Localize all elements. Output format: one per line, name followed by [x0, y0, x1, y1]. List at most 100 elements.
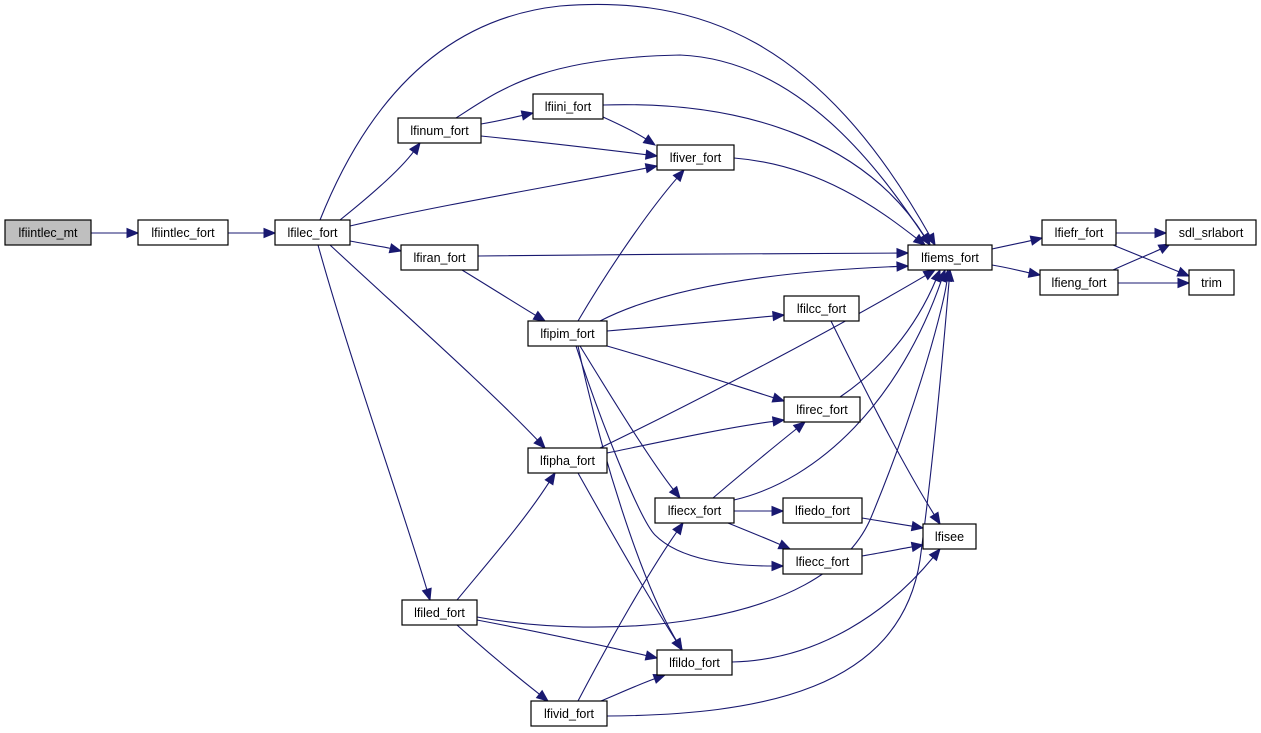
- arrowhead-icon: [408, 141, 421, 156]
- node-box[interactable]: [1165, 219, 1257, 246]
- edge-line: [329, 244, 539, 442]
- arrowhead-icon: [263, 227, 277, 239]
- node-box[interactable]: [783, 295, 860, 322]
- edge-lfipha_fort-to-lfirec_fort: [606, 416, 786, 454]
- node-box[interactable]: [530, 700, 608, 727]
- edge-line: [577, 345, 678, 642]
- edge-line: [606, 279, 950, 717]
- node-box[interactable]: [1188, 269, 1235, 296]
- edge-line: [861, 546, 914, 557]
- node-lfipim_fort[interactable]: lfipim_fort: [527, 320, 608, 347]
- arrowhead-icon: [668, 485, 681, 500]
- arrowhead-icon: [910, 520, 925, 532]
- node-box[interactable]: [922, 523, 977, 550]
- node-lfiran_fort[interactable]: lfiran_fort: [400, 244, 479, 271]
- arrowhead-icon: [922, 269, 937, 281]
- edge-line: [477, 252, 899, 257]
- node-box[interactable]: [654, 497, 735, 524]
- node-label: lfiems_fort: [921, 251, 979, 265]
- node-lfinum_fort[interactable]: lfinum_fort: [397, 117, 482, 144]
- node-box[interactable]: [137, 219, 229, 246]
- node-lfipha_fort[interactable]: lfipha_fort: [527, 447, 608, 474]
- arrowhead-icon: [532, 310, 547, 322]
- node-lfieng_fort[interactable]: lfieng_fort: [1039, 269, 1119, 296]
- edge-line: [1112, 248, 1162, 271]
- node-label: lfiled_fort: [414, 606, 465, 620]
- node-label: lfipha_fort: [540, 454, 595, 468]
- node-box[interactable]: [527, 447, 608, 474]
- node-lfiled_fort[interactable]: lfiled_fort: [401, 599, 478, 626]
- edge-lfilec_fort-to-lfipha_fort: [329, 244, 546, 449]
- node-box[interactable]: [397, 117, 482, 144]
- arrowhead-icon: [126, 227, 140, 239]
- node-box[interactable]: [4, 219, 92, 246]
- arrowhead-icon: [771, 392, 786, 403]
- node-label: sdl_srlabort: [1179, 226, 1244, 240]
- node-lfiecx_fort[interactable]: lfiecx_fort: [654, 497, 735, 524]
- node-box[interactable]: [783, 396, 861, 423]
- arrowhead-icon: [792, 421, 807, 434]
- edge-line: [602, 104, 926, 237]
- node-box[interactable]: [527, 320, 608, 347]
- node-box[interactable]: [656, 649, 733, 676]
- node-lfiintlec_mt[interactable]: lfiintlec_mt: [4, 219, 92, 246]
- node-box[interactable]: [907, 244, 993, 271]
- node-box[interactable]: [274, 219, 351, 246]
- edge-line: [600, 677, 656, 702]
- arrowhead-icon: [771, 505, 785, 517]
- edge-line: [606, 420, 775, 454]
- node-lfildo_fort[interactable]: lfildo_fort: [656, 649, 733, 676]
- node-lfiecc_fort[interactable]: lfiecc_fort: [782, 548, 863, 575]
- node-label: lfirec_fort: [796, 403, 848, 417]
- edge-line: [830, 320, 936, 516]
- edge-lfiintlec_mt-to-lfiintlec_fort: [91, 227, 140, 239]
- edge-lfipim_fort-to-lfilcc_fort: [606, 310, 786, 332]
- node-lfiedo_fort[interactable]: lfiedo_fort: [782, 497, 863, 524]
- edge-line: [599, 265, 899, 322]
- edge-line: [731, 556, 935, 663]
- node-box[interactable]: [782, 497, 863, 524]
- edge-lfipha_fort-to-lfiems_fort: [599, 269, 937, 449]
- edge-line: [349, 240, 392, 250]
- edge-line: [476, 279, 948, 628]
- node-lfiintlec_fort[interactable]: lfiintlec_fort: [137, 219, 229, 246]
- node-trim[interactable]: trim: [1188, 269, 1235, 296]
- edge-lfiefr_fort-to-sdl_srlabort: [1116, 227, 1168, 239]
- node-lfirec_fort[interactable]: lfirec_fort: [783, 396, 861, 423]
- node-lfisee[interactable]: lfisee: [922, 523, 977, 550]
- node-box[interactable]: [1041, 219, 1117, 246]
- arrowhead-icon: [672, 169, 685, 183]
- node-box[interactable]: [532, 93, 604, 120]
- edge-line: [577, 530, 678, 702]
- node-label: lfiedo_fort: [795, 504, 850, 518]
- edge-line: [733, 279, 943, 501]
- node-lfilec_fort[interactable]: lfilec_fort: [274, 219, 351, 246]
- node-box[interactable]: [400, 244, 479, 271]
- node-label: lfieng_fort: [1052, 276, 1107, 290]
- edge-lfipim_fort-to-lfiems_fort: [599, 261, 910, 322]
- node-lfilcc_fort[interactable]: lfilcc_fort: [783, 295, 860, 322]
- node-lfiver_fort[interactable]: lfiver_fort: [656, 144, 735, 171]
- edge-lfilec_fort-to-lfinum_fort: [339, 141, 421, 221]
- node-lfiems_fort[interactable]: lfiems_fort: [907, 244, 993, 271]
- edge-line: [575, 345, 774, 567]
- node-lfivid_fort[interactable]: lfivid_fort: [530, 700, 608, 727]
- node-box[interactable]: [401, 599, 478, 626]
- node-box[interactable]: [1039, 269, 1119, 296]
- node-label: lfiran_fort: [413, 251, 466, 265]
- node-lfiefr_fort[interactable]: lfiefr_fort: [1041, 219, 1117, 246]
- edge-lfipim_fort-to-lfirec_fort: [606, 345, 786, 403]
- node-box[interactable]: [656, 144, 735, 171]
- arrowhead-icon: [672, 521, 684, 536]
- edge-lfirec_fort-to-lfiems_fort: [839, 268, 941, 398]
- edge-line: [480, 114, 524, 125]
- arrowhead-icon: [1177, 277, 1191, 289]
- node-sdl_srlabort[interactable]: sdl_srlabort: [1165, 219, 1257, 246]
- edge-line: [339, 150, 415, 221]
- edge-lfilec_fort-to-lfiled_fort: [317, 244, 432, 602]
- node-box[interactable]: [782, 548, 863, 575]
- node-lfiini_fort[interactable]: lfiini_fort: [532, 93, 604, 120]
- arrowhead-icon: [777, 539, 792, 550]
